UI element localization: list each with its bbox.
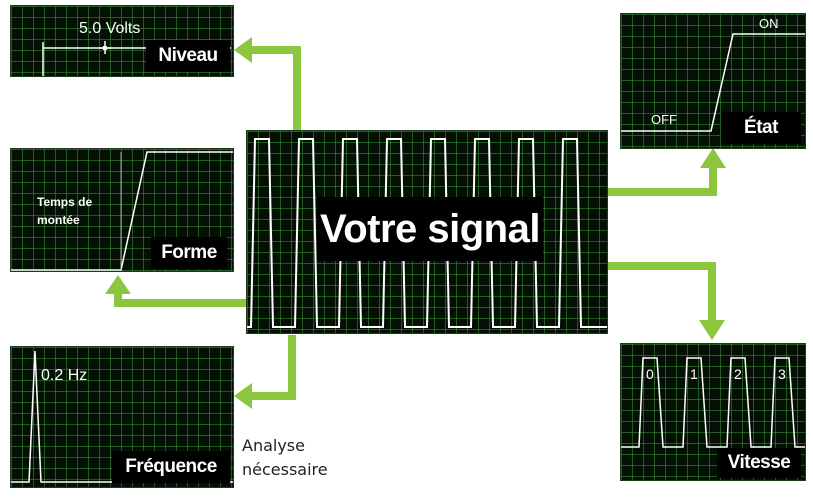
vitesse-pulse-label-2: 2 <box>734 366 742 382</box>
arrowhead-niveau <box>234 37 252 63</box>
frequence-reading: 0.2 Hz <box>41 367 88 384</box>
arrow-to-forme <box>114 290 246 307</box>
frequence-panel: 0.2 Hz Fréquence <box>10 346 234 488</box>
vitesse-panel: 0 1 2 3 Vitesse <box>620 343 806 481</box>
etat-label: État <box>721 112 801 144</box>
forme-trace <box>11 151 233 271</box>
arrow-to-frequence <box>250 335 296 400</box>
vitesse-pulse-label-0: 0 <box>646 366 654 382</box>
arrowhead-vitesse <box>699 320 725 340</box>
analysis-caption-line2: nécessaire <box>242 460 328 479</box>
niveau-reading: 5.0 Volts <box>79 20 141 37</box>
analysis-caption-line1: Analyse <box>242 436 305 455</box>
etat-panel: ON OFF État <box>620 13 806 149</box>
niveau-panel: 5.0 Volts Niveau <box>10 5 234 77</box>
vitesse-label: Vitesse <box>717 448 801 478</box>
frequence-label: Fréquence <box>112 451 230 483</box>
vitesse-pulse-label-1: 1 <box>690 366 698 382</box>
rise-time-annotation-line1: Temps de <box>37 195 93 209</box>
etat-on-label: ON <box>759 16 779 31</box>
arrowhead-frequence <box>234 383 252 409</box>
vitesse-pulse-label-3: 3 <box>778 366 786 382</box>
arrow-to-niveau <box>250 46 301 130</box>
forme-label: Forme <box>151 237 227 269</box>
frequence-trace <box>11 350 233 483</box>
arrow-to-etat <box>606 166 717 196</box>
etat-off-label: OFF <box>651 112 677 127</box>
etat-trace <box>621 33 805 132</box>
arrowhead-etat <box>700 148 726 168</box>
signal-title: Votre signal <box>317 197 543 261</box>
rise-time-annotation-line2: montée <box>37 213 80 227</box>
niveau-label: Niveau <box>146 40 230 72</box>
vitesse-trace <box>621 357 805 448</box>
arrowhead-forme <box>105 275 131 294</box>
signal-panel: Votre signal <box>246 130 608 334</box>
forme-panel: Temps de montée Forme <box>10 148 234 272</box>
arrow-to-vitesse <box>606 262 716 322</box>
